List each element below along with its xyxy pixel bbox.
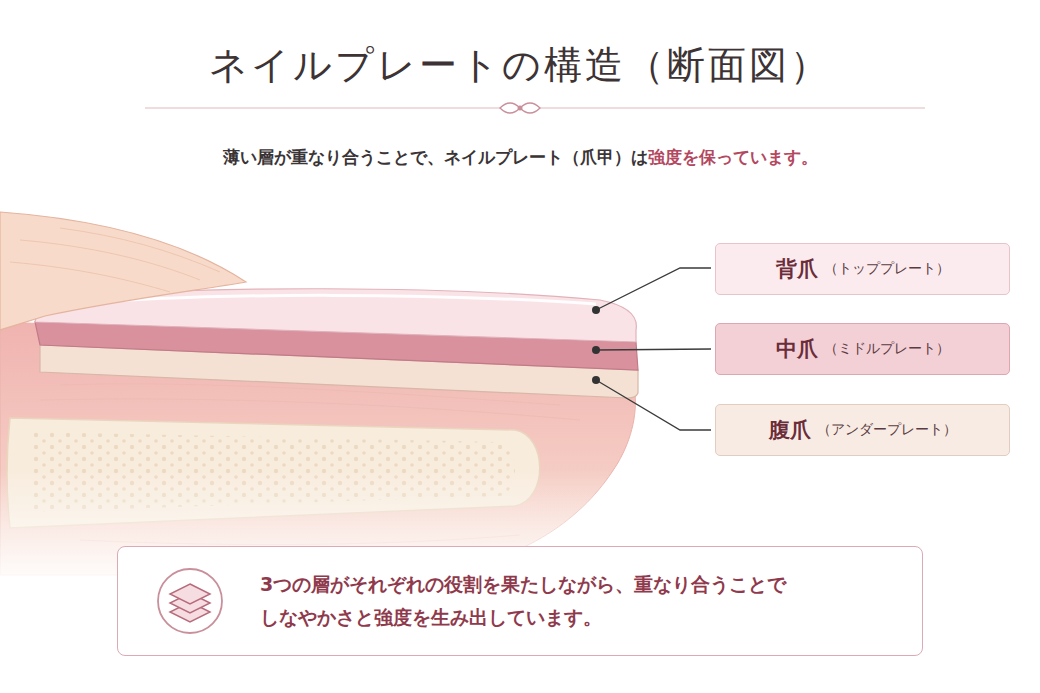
subtitle: 薄い層が重なり合うことで、ネイルプレート（爪甲）は強度を保っています。 bbox=[0, 146, 1040, 169]
subtitle-text: 強度を保っています。 bbox=[648, 147, 818, 167]
leader-line bbox=[596, 268, 711, 430]
subtitle-text: 薄い層が重なり合うことで、ネイルプレート（爪甲）は bbox=[223, 147, 648, 167]
layer-label-box: 腹爪 （アンダープレート） bbox=[715, 404, 1010, 456]
layer-name: 中爪 bbox=[776, 335, 818, 363]
leader-dot bbox=[592, 306, 600, 384]
note-text: 3つの層がそれぞれの役割を果たしながら、重なり合うことで しなやかさと強度を生み… bbox=[260, 568, 892, 635]
divider bbox=[145, 103, 925, 113]
title: ネイルプレートの構造（断面図） bbox=[0, 40, 1040, 91]
note-box: 3つの層がそれぞれの役割を果たしながら、重なり合うことで しなやかさと強度を生み… bbox=[117, 546, 923, 656]
layer-label-box: 中爪 （ミドルプレート） bbox=[715, 323, 1010, 375]
layer-english-name: （アンダープレート） bbox=[817, 421, 957, 439]
layer-english-name: （トッププレート） bbox=[824, 260, 950, 278]
layer-label-box: 背爪 （トッププレート） bbox=[715, 243, 1010, 295]
layer-english-name: （ミドルプレート） bbox=[824, 340, 950, 358]
layer-name: 背爪 bbox=[776, 255, 818, 283]
skin-fold bbox=[0, 212, 246, 330]
layer-name: 腹爪 bbox=[769, 416, 811, 444]
